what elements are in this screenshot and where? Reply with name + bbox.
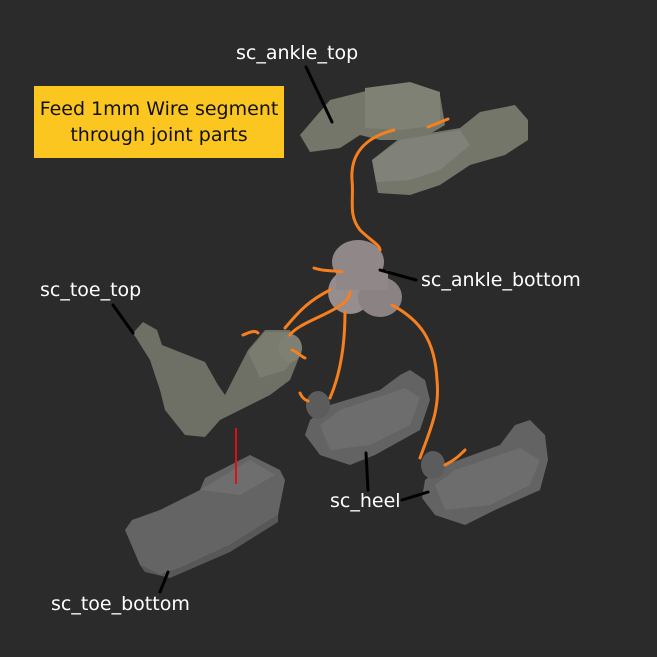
part-heel-right bbox=[421, 420, 548, 525]
wire-segments bbox=[241, 117, 467, 467]
part-heel-left bbox=[305, 370, 430, 465]
label-ankle-bottom: sc_ankle_bottom bbox=[421, 269, 581, 291]
callout-line-2: through joint parts bbox=[70, 124, 248, 146]
part-ankle-bottom bbox=[328, 240, 402, 317]
leader-lines bbox=[111, 65, 430, 594]
instruction-callout: Feed 1mm Wire segment through joint part… bbox=[34, 86, 284, 158]
part-toe-top bbox=[133, 322, 302, 437]
label-toe-top: sc_toe_top bbox=[40, 279, 142, 301]
part-ankle-top bbox=[300, 82, 528, 195]
part-toe-bottom bbox=[125, 455, 285, 578]
label-toe-bottom: sc_toe_bottom bbox=[51, 593, 190, 615]
callout-line-1: Feed 1mm Wire segment bbox=[39, 98, 279, 120]
label-heel: sc_heel bbox=[330, 490, 401, 512]
label-ankle-top: sc_ankle_top bbox=[236, 42, 359, 64]
